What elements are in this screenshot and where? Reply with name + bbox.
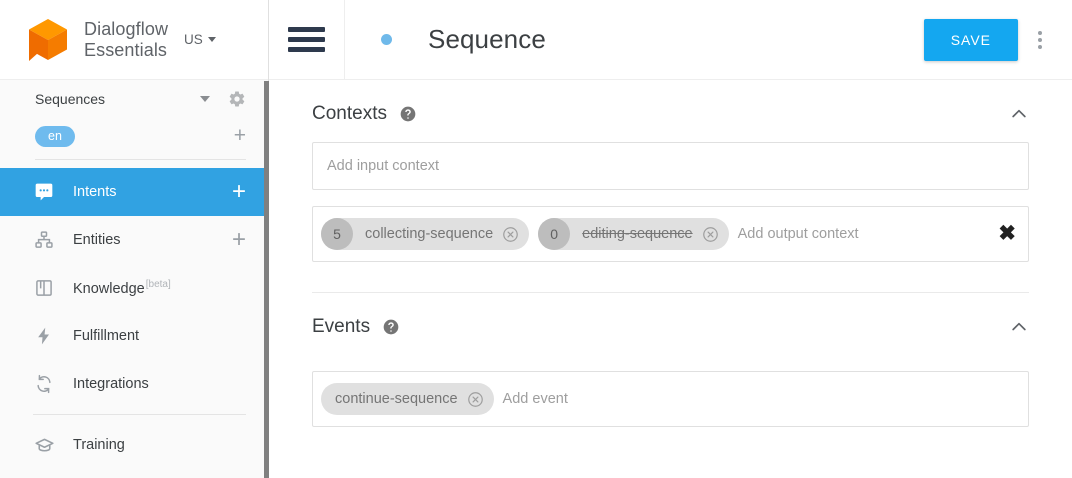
dialogflow-cube-logo xyxy=(26,17,70,63)
output-context-chip[interactable]: 5 collecting-sequence xyxy=(321,218,530,250)
events-title: Events xyxy=(312,316,371,337)
help-circle-icon[interactable] xyxy=(400,106,416,122)
caret-down-icon xyxy=(207,37,216,42)
sidebar-scrollbar[interactable] xyxy=(264,81,271,478)
caret-down-icon[interactable] xyxy=(200,95,210,102)
brand-line-2: Essentials xyxy=(84,39,168,60)
blue-dot-indicator xyxy=(381,34,392,45)
sidebar-item-label: Knowledge[beta] xyxy=(73,279,171,297)
brand-title: Dialogflow Essentials xyxy=(84,19,168,61)
event-chip[interactable]: continue-sequence xyxy=(321,383,494,415)
language-pill-en[interactable]: en xyxy=(35,125,75,147)
beta-badge: [beta] xyxy=(145,279,171,291)
remove-circle-icon[interactable] xyxy=(467,391,484,408)
sidebar-item-label: Entities xyxy=(73,232,121,248)
kebab-menu-icon[interactable] xyxy=(1018,0,1062,80)
sidebar-divider xyxy=(35,159,246,160)
sidebar-item-label: Intents xyxy=(73,184,117,200)
main-content: Sequence SAVE Contexts xyxy=(269,0,1072,478)
sidebar-item-label: Fulfillment xyxy=(73,328,140,344)
refresh-arrows-icon xyxy=(33,373,55,395)
language-row: en + xyxy=(0,117,268,155)
add-entity-button[interactable]: + xyxy=(231,226,246,253)
chip-label: collecting-sequence xyxy=(365,226,494,242)
section-separator xyxy=(312,292,1029,293)
sidebar-item-training[interactable]: Training xyxy=(0,421,268,469)
remove-circle-icon[interactable] xyxy=(702,226,719,243)
input-context-field[interactable]: Add input context xyxy=(312,142,1029,190)
region-label: US xyxy=(184,32,203,47)
book-icon xyxy=(33,277,55,299)
sidebar-item-fulfillment[interactable]: Fulfillment xyxy=(0,312,268,360)
chip-label: continue-sequence xyxy=(335,391,458,407)
chip-lifespan-count: 5 xyxy=(321,218,353,250)
agent-selector[interactable]: Sequences xyxy=(0,80,268,117)
chip-lifespan-count: 0 xyxy=(538,218,571,250)
gear-icon[interactable] xyxy=(228,90,246,108)
events-section-header: Events xyxy=(312,293,1029,355)
help-circle-icon[interactable] xyxy=(383,319,399,335)
sidebar-item-knowledge[interactable]: Knowledge[beta] xyxy=(0,264,268,312)
save-button[interactable]: SAVE xyxy=(923,18,1018,61)
hamburger-menu-icon[interactable] xyxy=(269,0,345,80)
sidebar-item-integrations[interactable]: Integrations xyxy=(0,360,268,408)
close-x-icon[interactable]: ✖ xyxy=(998,222,1016,245)
topbar: Sequence SAVE xyxy=(269,0,1072,80)
sidebar-item-label: Integrations xyxy=(73,376,149,392)
title-area: Sequence xyxy=(345,24,924,55)
sidebar-nav: Intents + Entities + xyxy=(0,168,268,469)
entities-icon xyxy=(33,229,55,251)
region-selector[interactable]: US xyxy=(184,32,216,47)
chat-bubble-icon xyxy=(33,181,55,203)
events-field[interactable]: continue-sequence Add event xyxy=(312,371,1029,427)
sidebar: Dialogflow Essentials US Sequences en + xyxy=(0,0,271,478)
output-context-placeholder: Add output context xyxy=(737,226,859,242)
output-context-chip[interactable]: 0 editing-sequence xyxy=(538,218,729,250)
input-context-placeholder: Add input context xyxy=(327,158,440,174)
brand-header: Dialogflow Essentials US xyxy=(0,0,268,80)
add-intent-button[interactable]: + xyxy=(231,178,246,205)
lightning-bolt-icon xyxy=(33,325,55,347)
contexts-section-header: Contexts xyxy=(312,80,1029,142)
chevron-up-icon[interactable] xyxy=(1009,104,1029,124)
sidebar-item-intents[interactable]: Intents + xyxy=(0,168,268,216)
page-title: Sequence xyxy=(428,24,546,54)
remove-circle-icon[interactable] xyxy=(502,226,519,243)
agent-name: Sequences xyxy=(35,90,106,107)
chevron-up-icon[interactable] xyxy=(1009,317,1029,337)
sidebar-item-label: Training xyxy=(73,437,125,453)
sidebar-item-entities[interactable]: Entities + xyxy=(0,216,268,264)
brand-line-1: Dialogflow xyxy=(84,18,169,39)
add-language-button[interactable]: + xyxy=(233,124,246,147)
chip-label: editing-sequence xyxy=(582,226,693,242)
sidebar-nav-divider xyxy=(33,414,246,415)
graduation-cap-icon xyxy=(33,434,55,456)
output-context-field[interactable]: 5 collecting-sequence 0 editing-sequence xyxy=(312,206,1029,262)
contexts-title: Contexts xyxy=(312,103,387,124)
intent-editor: Contexts Add input context xyxy=(269,80,1072,427)
event-placeholder: Add event xyxy=(502,391,568,407)
